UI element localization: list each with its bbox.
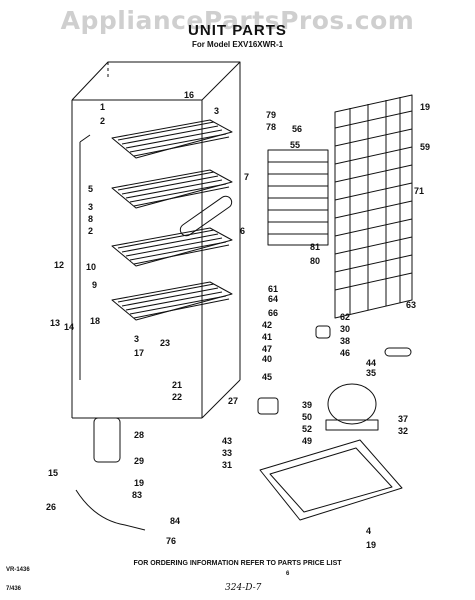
callout-43: 43 [222, 436, 232, 446]
shelf-coil-2 [111, 169, 233, 209]
callout-6: 6 [240, 226, 245, 236]
callout-59: 59 [420, 142, 430, 152]
callout-13: 13 [50, 318, 60, 328]
callout-21: 21 [172, 380, 182, 390]
callout-2b: 2 [88, 226, 93, 236]
page-number: 6 [286, 571, 290, 577]
callout-1: 1 [100, 102, 105, 112]
callout-76: 76 [166, 536, 176, 546]
callout-33: 33 [222, 448, 232, 458]
callout-66: 66 [268, 308, 278, 318]
diagram-code: VR-1436 [6, 567, 30, 573]
callout-28: 28 [134, 430, 144, 440]
callout-30: 30 [340, 324, 350, 334]
callout-38: 38 [340, 336, 350, 346]
callout-84: 84 [170, 516, 180, 526]
capacitor [315, 325, 331, 339]
callout-3b: 3 [88, 202, 93, 212]
callout-8: 8 [88, 214, 93, 224]
condenser-coil-large [334, 94, 413, 319]
callout-labels: 16 1 2 3 5 3 8 2 7 6 10 9 12 13 14 18 3 … [46, 90, 430, 550]
callout-40: 40 [262, 354, 272, 364]
callout-17: 17 [134, 348, 144, 358]
callout-49: 49 [302, 436, 312, 446]
shelf-coil-top [111, 119, 233, 159]
shelf-coil-3 [111, 227, 233, 267]
callout-47: 47 [262, 344, 272, 354]
service-cord-bracket [93, 417, 121, 463]
callout-14: 14 [64, 322, 74, 332]
callout-46: 46 [340, 348, 350, 358]
callout-56: 56 [292, 124, 302, 134]
relay-cover [257, 397, 279, 415]
callout-32: 32 [398, 426, 408, 436]
callout-41: 41 [262, 332, 272, 342]
callout-10: 10 [86, 262, 96, 272]
callout-4: 4 [366, 526, 371, 536]
callout-63: 63 [406, 300, 416, 310]
callout-27: 27 [228, 396, 238, 406]
callout-3c: 3 [134, 334, 139, 344]
handwritten-note: 324-D-7 [225, 583, 262, 593]
callout-29: 29 [134, 456, 144, 466]
model-subtitle: For Model EXV16XWR-1 [191, 40, 284, 49]
callout-19b: 19 [420, 102, 430, 112]
callout-71: 71 [414, 186, 424, 196]
callout-16: 16 [184, 90, 194, 100]
callout-83: 83 [132, 490, 142, 500]
callout-52: 52 [302, 424, 312, 434]
callout-31: 31 [222, 460, 232, 470]
callout-5: 5 [88, 184, 93, 194]
callout-62: 62 [340, 312, 350, 322]
condenser-coil-small [267, 149, 329, 246]
callout-26: 26 [46, 502, 56, 512]
callout-81: 81 [310, 242, 320, 252]
compressor [325, 383, 379, 431]
callout-44: 44 [366, 358, 376, 368]
callout-15: 15 [48, 468, 58, 478]
callout-9: 9 [92, 280, 97, 290]
callout-79: 79 [266, 110, 276, 120]
callout-42: 42 [262, 320, 272, 330]
callout-19c: 19 [366, 540, 376, 550]
drier [384, 347, 412, 357]
callout-19: 19 [134, 478, 144, 488]
callout-3: 3 [214, 106, 219, 116]
callout-35: 35 [366, 368, 376, 378]
callout-2: 2 [100, 116, 105, 126]
shelf-coil-4 [111, 281, 233, 321]
callout-37: 37 [398, 414, 408, 424]
callout-80: 80 [310, 256, 320, 266]
watermark: AppliancePartsPros.com [60, 6, 415, 35]
callout-50: 50 [302, 412, 312, 422]
base-frame [259, 439, 403, 521]
callout-78: 78 [266, 122, 276, 132]
callout-61: 61 [268, 284, 278, 294]
callout-23: 23 [160, 338, 170, 348]
callout-55: 55 [290, 140, 300, 150]
page-id: 7/436 [6, 586, 22, 592]
callout-7: 7 [244, 172, 249, 182]
cabinet-liner [71, 61, 241, 419]
wiring-harness [75, 489, 146, 531]
callout-18: 18 [90, 316, 100, 326]
callout-39: 39 [302, 400, 312, 410]
accumulator [179, 195, 233, 237]
page-title: UNIT PARTS [188, 22, 287, 39]
callout-45: 45 [262, 372, 272, 382]
callout-64: 64 [268, 294, 278, 304]
ordering-footer: FOR ORDERING INFORMATION REFER TO PARTS … [133, 560, 342, 567]
callout-22: 22 [172, 392, 182, 402]
callout-12: 12 [54, 260, 64, 270]
